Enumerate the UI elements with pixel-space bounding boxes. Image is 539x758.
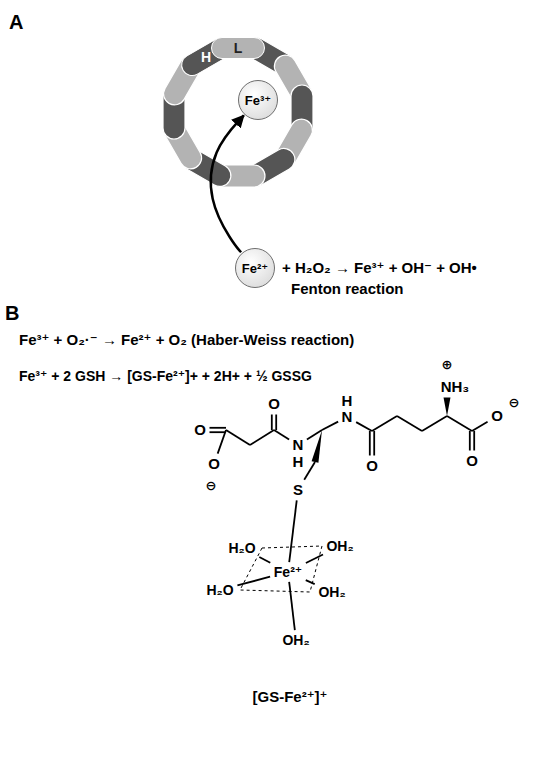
atom-label: O [193,422,207,438]
complex-name: [GS-Fe²⁺]⁺ [252,689,329,705]
single-bond [237,577,270,586]
atom-label: O [465,453,479,469]
iron-core-circle: Fe³⁺ [238,80,278,120]
double-bond [210,431,227,433]
atom-label: N [341,409,354,425]
atom-label: O [207,456,221,472]
single-bond [218,430,226,454]
double-bond [473,431,475,451]
wedge-bond [444,398,451,417]
single-bond [259,557,270,563]
atom-label: H [292,454,305,470]
ligand-label: H₂O [227,541,256,556]
ligand-label: OH₂ [281,633,310,648]
single-bond [472,422,488,431]
light-chain-subunit: L [211,37,265,59]
double-bond [275,415,277,431]
wedge-bond [312,430,322,463]
charge-symbol: ⊖ [508,396,521,410]
single-bond [226,430,250,445]
atom-label: N [292,437,305,453]
atom-label: H [341,393,354,409]
atom-label: O [365,458,379,474]
node-text: L [234,41,243,55]
single-bond [306,554,323,563]
single-bond [372,416,397,431]
metal-label: Fe²⁺ [273,565,303,580]
atom-label: NH₃ [440,379,471,395]
single-bond [422,416,447,431]
node-text: Fe²⁺ [242,262,268,275]
single-bond [274,430,289,439]
ligand-label: OH₂ [325,539,354,554]
charge-symbol: ⊕ [441,358,454,372]
double-bond [210,427,227,429]
panel-letter: A [8,12,24,33]
atom-label: S [292,482,304,498]
glutathione-equation: Fe³⁺ + 2 GSH → [GS-Fe²⁺]+ + 2H+ + ½ GSSG [18,369,313,384]
double-bond [469,431,471,451]
node-text: Fe³⁺ [245,94,271,107]
double-bond [369,431,371,456]
single-bond [397,416,422,431]
atom-label: O [490,408,504,424]
fenton-equation: + H₂O₂ → Fe³⁺ + OH⁻ + OH• [281,260,478,276]
arrow-connector [211,115,244,252]
single-bond [356,422,372,431]
single-bond [289,500,297,562]
single-bond [322,422,338,430]
double-bond [271,415,273,431]
ligand-label: H₂O [205,583,234,598]
node-text: H [201,50,211,64]
single-bond [289,582,295,630]
atom-label: O [267,396,281,412]
single-bond [304,462,315,480]
single-bond [250,430,274,445]
single-bond [306,580,315,584]
double-bond [373,431,375,456]
ligand-label: OH₂ [317,585,346,600]
haber-weiss-equation: Fe³⁺ + O₂·⁻ → Fe²⁺ + O₂ (Haber-Weiss rea… [18,332,355,348]
ferrous-iron-circle: Fe²⁺ [235,248,275,288]
single-bond [447,416,472,431]
panel-letter: B [4,303,20,324]
charge-symbol: ⊖ [205,479,218,493]
reaction-name: Fenton reaction [290,281,405,297]
